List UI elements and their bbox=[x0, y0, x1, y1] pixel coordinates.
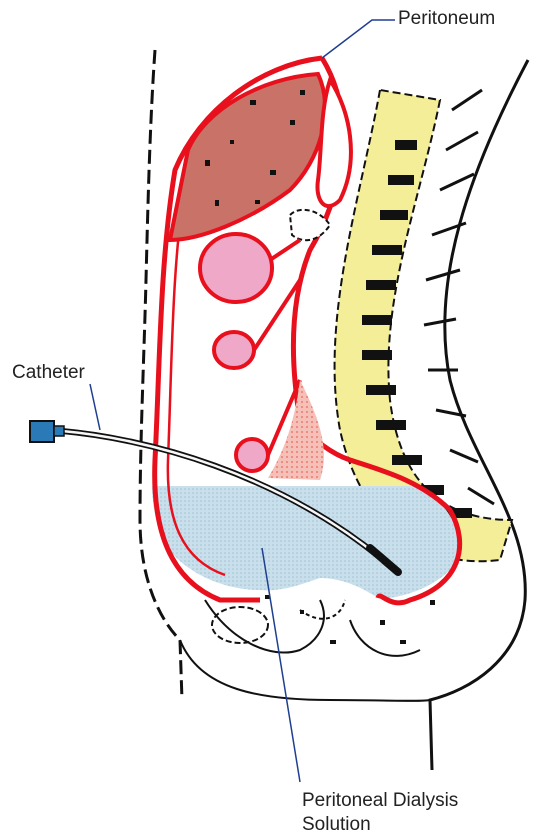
intestine-loop-1 bbox=[200, 234, 272, 302]
catheter-label: Catheter bbox=[12, 362, 85, 384]
catheter-connector bbox=[54, 426, 64, 436]
pelvic-organs bbox=[205, 600, 420, 656]
dialysis-solution-label-line2: Solution bbox=[302, 814, 371, 836]
intestine-loop-3 bbox=[236, 439, 268, 471]
body-back-outline bbox=[430, 60, 528, 770]
dialysis-solution-label-line1: Peritoneal Dialysis bbox=[302, 790, 458, 812]
catheter-leader-line bbox=[90, 384, 100, 430]
intestine-loop-2 bbox=[214, 332, 254, 368]
pancreas bbox=[290, 210, 330, 240]
body-lower-outline bbox=[180, 640, 430, 701]
peritoneum-leader-line bbox=[322, 20, 395, 58]
peritoneum-label: Peritoneum bbox=[398, 8, 495, 30]
catheter-port bbox=[30, 421, 54, 442]
dialysis-fluid bbox=[152, 486, 458, 598]
